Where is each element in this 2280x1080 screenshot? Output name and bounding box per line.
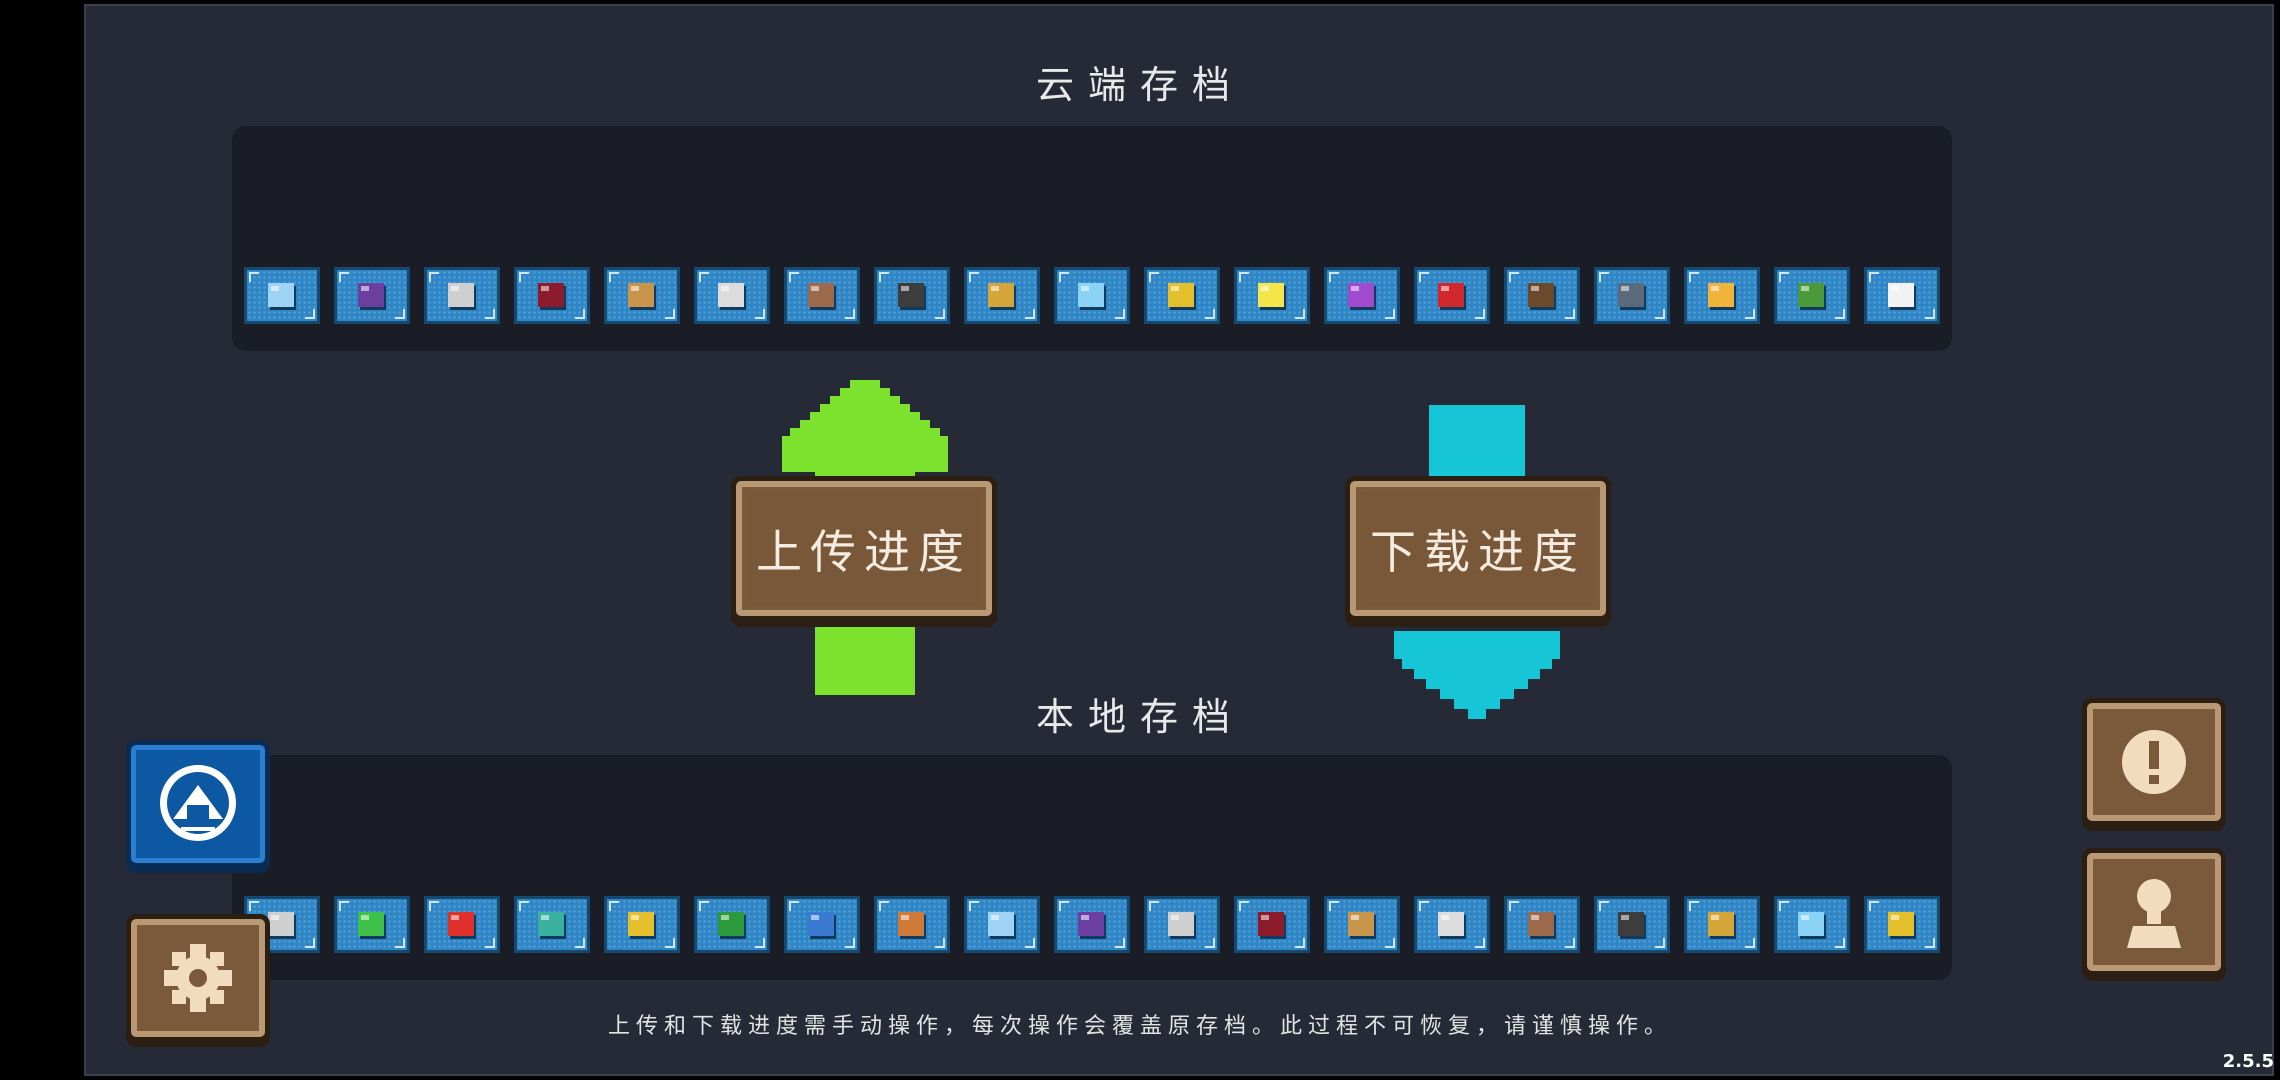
potion-blue-icon	[808, 911, 836, 939]
rifle-icon	[898, 282, 926, 310]
cloud-item-slot[interactable]	[604, 267, 680, 324]
purple-robe-icon	[1078, 911, 1106, 939]
cloud-item-slot[interactable]	[244, 267, 320, 324]
cloud-save-strip	[232, 126, 1952, 351]
cloud-save-title: 云端存档	[1035, 63, 1244, 107]
cloud-item-slot[interactable]	[1324, 267, 1400, 324]
gear-icon	[164, 944, 232, 1012]
local-item-slot[interactable]	[1504, 896, 1580, 953]
upload-progress-button[interactable]: 上传进度	[731, 476, 997, 621]
cloud-item-slot[interactable]	[424, 267, 500, 324]
battery-icon	[718, 911, 746, 939]
cloud-account-icon	[160, 765, 236, 841]
potion-purple-icon	[1348, 282, 1376, 310]
upload-button-label: 上传进度	[756, 524, 972, 579]
cloud-item-list	[244, 267, 1940, 324]
local-save-title: 本地存档	[1035, 695, 1244, 739]
ring-icon	[1708, 911, 1736, 939]
shield-icon	[1798, 911, 1826, 939]
revolver-icon	[1438, 911, 1466, 939]
local-save-strip	[232, 755, 1952, 980]
gauntlet-icon	[808, 282, 836, 310]
shield-icon	[1078, 282, 1106, 310]
user-icon	[2127, 879, 2181, 948]
revolver-icon	[718, 282, 746, 310]
local-item-slot[interactable]	[1594, 896, 1670, 953]
local-item-slot[interactable]	[964, 896, 1040, 953]
ufo-icon	[358, 911, 386, 939]
save-warning-note: 上传和下载进度需手动操作，每次操作会覆盖原存档。此过程不可恢复，请谨慎操作。	[607, 1014, 1672, 1039]
cloud-item-slot[interactable]	[874, 267, 950, 324]
cloud-item-slot[interactable]	[1864, 267, 1940, 324]
cloud-item-slot[interactable]	[1054, 267, 1130, 324]
cloud-item-slot[interactable]	[1684, 267, 1760, 324]
download-progress-button[interactable]: 下载进度	[1345, 476, 1611, 621]
bomb-icon	[1888, 911, 1916, 939]
cloud-item-slot[interactable]	[334, 267, 410, 324]
profile-button[interactable]	[2082, 848, 2226, 976]
local-item-slot[interactable]	[1684, 896, 1760, 953]
cloud-item-slot[interactable]	[1504, 267, 1580, 324]
wooden-door-icon	[1348, 911, 1376, 939]
download-button-label: 下载进度	[1370, 524, 1586, 579]
purple-robe-icon	[358, 282, 386, 310]
dragon-icon	[1798, 282, 1826, 310]
camera-icon	[268, 911, 296, 939]
local-item-slot[interactable]	[1234, 896, 1310, 953]
cloud-item-slot[interactable]	[1774, 267, 1850, 324]
notice-button[interactable]	[2082, 698, 2226, 826]
cloud-account-button[interactable]	[126, 740, 270, 868]
cloud-item-slot[interactable]	[784, 267, 860, 324]
bomb-icon	[1168, 282, 1196, 310]
local-item-slot[interactable]	[874, 896, 950, 953]
version-label: 2.5.5	[2222, 1051, 2274, 1072]
local-item-slot[interactable]	[694, 896, 770, 953]
red-blaster-icon	[1438, 282, 1466, 310]
red-box-icon	[1258, 911, 1286, 939]
cloud-item-slot[interactable]	[1234, 267, 1310, 324]
blade-icon	[448, 282, 476, 310]
rifle-icon	[1618, 911, 1646, 939]
download-button-face	[1361, 492, 1595, 605]
wooden-door-icon	[628, 282, 656, 310]
local-item-slot[interactable]	[1324, 896, 1400, 953]
ring-icon	[988, 282, 1016, 310]
mech-cannon-icon	[1618, 282, 1646, 310]
local-item-slot[interactable]	[1864, 896, 1940, 953]
cloud-item-slot[interactable]	[1414, 267, 1490, 324]
local-item-list	[244, 896, 1940, 953]
cloud-item-slot[interactable]	[1594, 267, 1670, 324]
target-icon	[898, 911, 926, 939]
local-item-slot[interactable]	[514, 896, 590, 953]
cloud-item-slot[interactable]	[964, 267, 1040, 324]
lion-dance-icon	[1888, 282, 1916, 310]
local-item-slot[interactable]	[1054, 896, 1130, 953]
local-item-slot[interactable]	[784, 896, 860, 953]
gauntlet-icon	[1528, 911, 1556, 939]
cloud-item-slot[interactable]	[1144, 267, 1220, 324]
shotgun-icon	[1528, 282, 1556, 310]
lightsaber-icon	[1258, 282, 1286, 310]
torch-icon	[1708, 282, 1736, 310]
upload-button-face	[747, 492, 981, 605]
settings-button[interactable]	[126, 914, 270, 1042]
shuriken-icon	[988, 911, 1016, 939]
local-item-slot[interactable]	[1774, 896, 1850, 953]
blade-icon	[1168, 911, 1196, 939]
crown-statue-icon	[628, 911, 656, 939]
cloud-item-slot[interactable]	[694, 267, 770, 324]
download-arrow-icon	[1394, 405, 1560, 719]
laser-gun-icon	[538, 911, 566, 939]
alert-icon	[2122, 730, 2186, 794]
local-item-slot[interactable]	[1414, 896, 1490, 953]
red-box-icon	[538, 282, 566, 310]
potion-red-icon	[448, 911, 476, 939]
cloud-item-slot[interactable]	[514, 267, 590, 324]
local-item-slot[interactable]	[334, 896, 410, 953]
local-item-slot[interactable]	[424, 896, 500, 953]
shuriken-icon	[268, 282, 296, 310]
upload-arrow-icon	[782, 380, 948, 695]
local-item-slot[interactable]	[1144, 896, 1220, 953]
local-item-slot[interactable]	[604, 896, 680, 953]
